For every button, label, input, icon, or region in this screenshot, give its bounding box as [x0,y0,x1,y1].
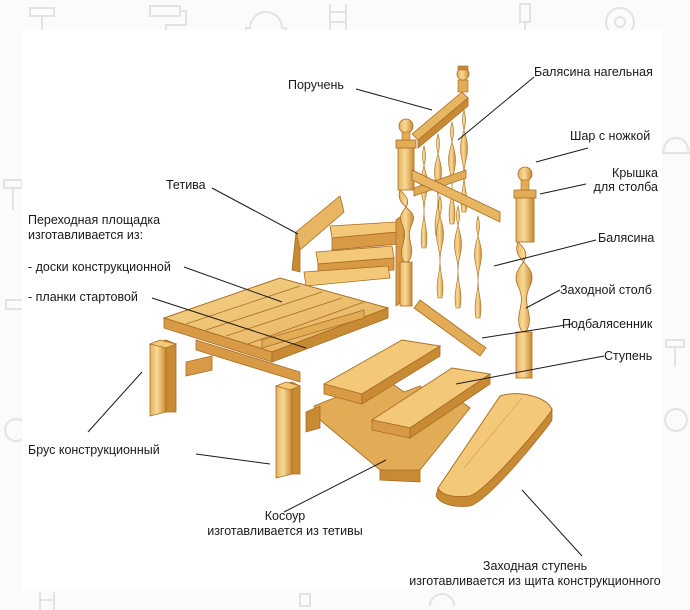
hammer-icon [665,339,685,367]
label-structural-boards: - доски конструкционной [28,260,171,274]
label-kosour-line1: Косоур [264,509,306,523]
lower-rail-section [411,169,501,357]
helmet-icon [661,137,690,154]
tape-measure-icon [664,408,688,432]
label-stringer: Тетива [166,178,206,192]
label-ball-finial: Шар с ножкой [570,129,651,143]
helmet-icon [429,593,455,607]
ladder-icon [39,592,55,610]
leader-lines [87,76,605,557]
newel-post-entry [513,166,537,379]
ladder-icon [329,4,347,40]
newel-post-top [395,118,417,307]
label-post-cap-line2: для столба [593,180,658,194]
handrail-upper [411,65,470,149]
upper-stringer [291,195,345,273]
label-landing-line1: Переходная площадка [28,213,161,227]
label-baluster-base: Подбалясенник [562,317,653,331]
upper-steps [303,221,399,287]
helmet-icon [245,11,287,33]
label-entry-step-line1: Заходная ступень [482,559,588,573]
label-baluster: Балясина [598,231,655,245]
brush-icon [299,593,311,607]
label-kosour-line2: изготавливается из тетивы [207,524,363,538]
entry-step [435,393,553,507]
label-dowel-baluster: Балясина нагельная [534,65,653,79]
label-structural-beam: Брус конструкционный [28,443,160,457]
label-entry-step-line2: изготавливается из щита конструкционного [409,574,661,588]
label-starter-strips: - планки стартовой [28,290,138,304]
label-landing-line2: изготавливается из: [28,228,144,242]
label-newel-post: Заходной столб [560,283,652,297]
label-post-cap-line1: Крышка [612,166,658,180]
label-step: Ступень [604,349,653,363]
post-right [274,381,302,479]
label-handrail: Поручень [288,78,344,92]
post-left [148,339,178,417]
landing-platform [162,277,390,383]
paint-roller-icon [149,5,187,39]
